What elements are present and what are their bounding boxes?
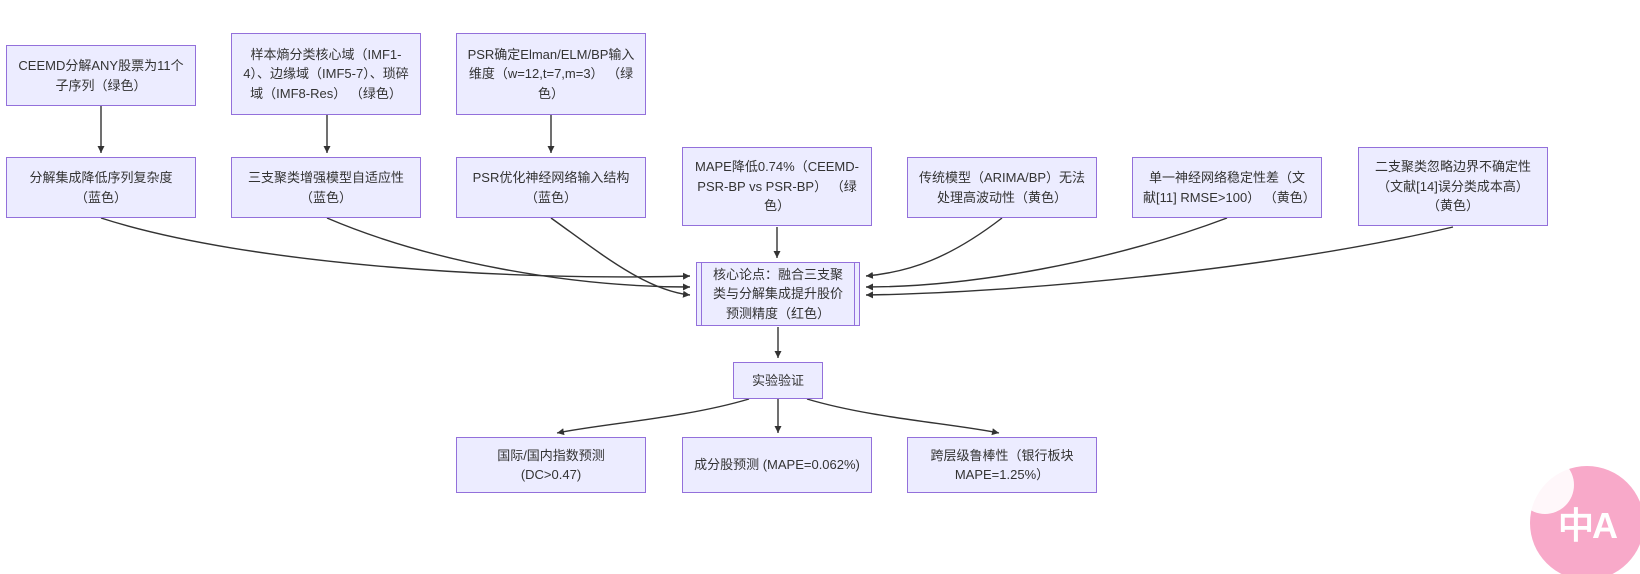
node-two-way-limit: 二支聚类忽略边界不确定性（文献[14]误分类成本高）（黄色） [1358, 147, 1548, 226]
node-cross-level-robustness: 跨层级鲁棒性（银行板块 MAPE=1.25%） [907, 437, 1097, 493]
edge-experiment-to-robustness [806, 398, 1000, 436]
node-psr-structure: PSR优化神经网络输入结构（蓝色） [456, 157, 646, 218]
edge-experiment-to-index [556, 398, 750, 436]
translate-toggle-label: 中A [1558, 505, 1618, 546]
translate-toggle-button[interactable]: 中A [1516, 456, 1640, 574]
node-single-nn-instability: 单一神经网络稳定性差（文献[11] RMSE>100） （黄色） [1132, 157, 1322, 218]
edge-twoway-to-core [865, 226, 1454, 299]
edge-adaptive-to-core [326, 217, 691, 291]
edge-singlenn-to-core [865, 217, 1228, 291]
node-three-way-adaptive: 三支聚类增强模型自适应性（蓝色） [231, 157, 421, 218]
edge-complexity-to-core [100, 217, 691, 280]
node-constituent-prediction: 成分股预测 (MAPE=0.062%) [682, 437, 872, 493]
edge-traditional-to-core [865, 217, 1003, 279]
node-sample-entropy: 样本熵分类核心域（IMF1-4）、边缘域（IMF5-7）、琐碎域（IMF8-Re… [231, 33, 421, 115]
node-ceemd-decompose: CEEMD分解ANY股票为11个子序列（绿色） [6, 45, 196, 106]
node-psr-dimension: PSR确定Elman/ELM/BP输入维度（w=12,t=7,m=3） （绿色） [456, 33, 646, 115]
node-experiment-validation: 实验验证 [733, 362, 823, 399]
node-core-thesis: 核心论点：融合三支聚类与分解集成提升股价预测精度（红色） [696, 262, 860, 326]
node-mape-improvement: MAPE降低0.74%（CEEMD-PSR-BP vs PSR-BP） （绿色） [682, 147, 872, 226]
edge-structure-to-core [550, 217, 691, 298]
node-traditional-limit: 传统模型（ARIMA/BP）无法处理高波动性（黄色） [907, 157, 1097, 218]
node-index-prediction: 国际/国内指数预测 (DC>0.47) [456, 437, 646, 493]
node-decompose-complexity: 分解集成降低序列复杂度（蓝色） [6, 157, 196, 218]
